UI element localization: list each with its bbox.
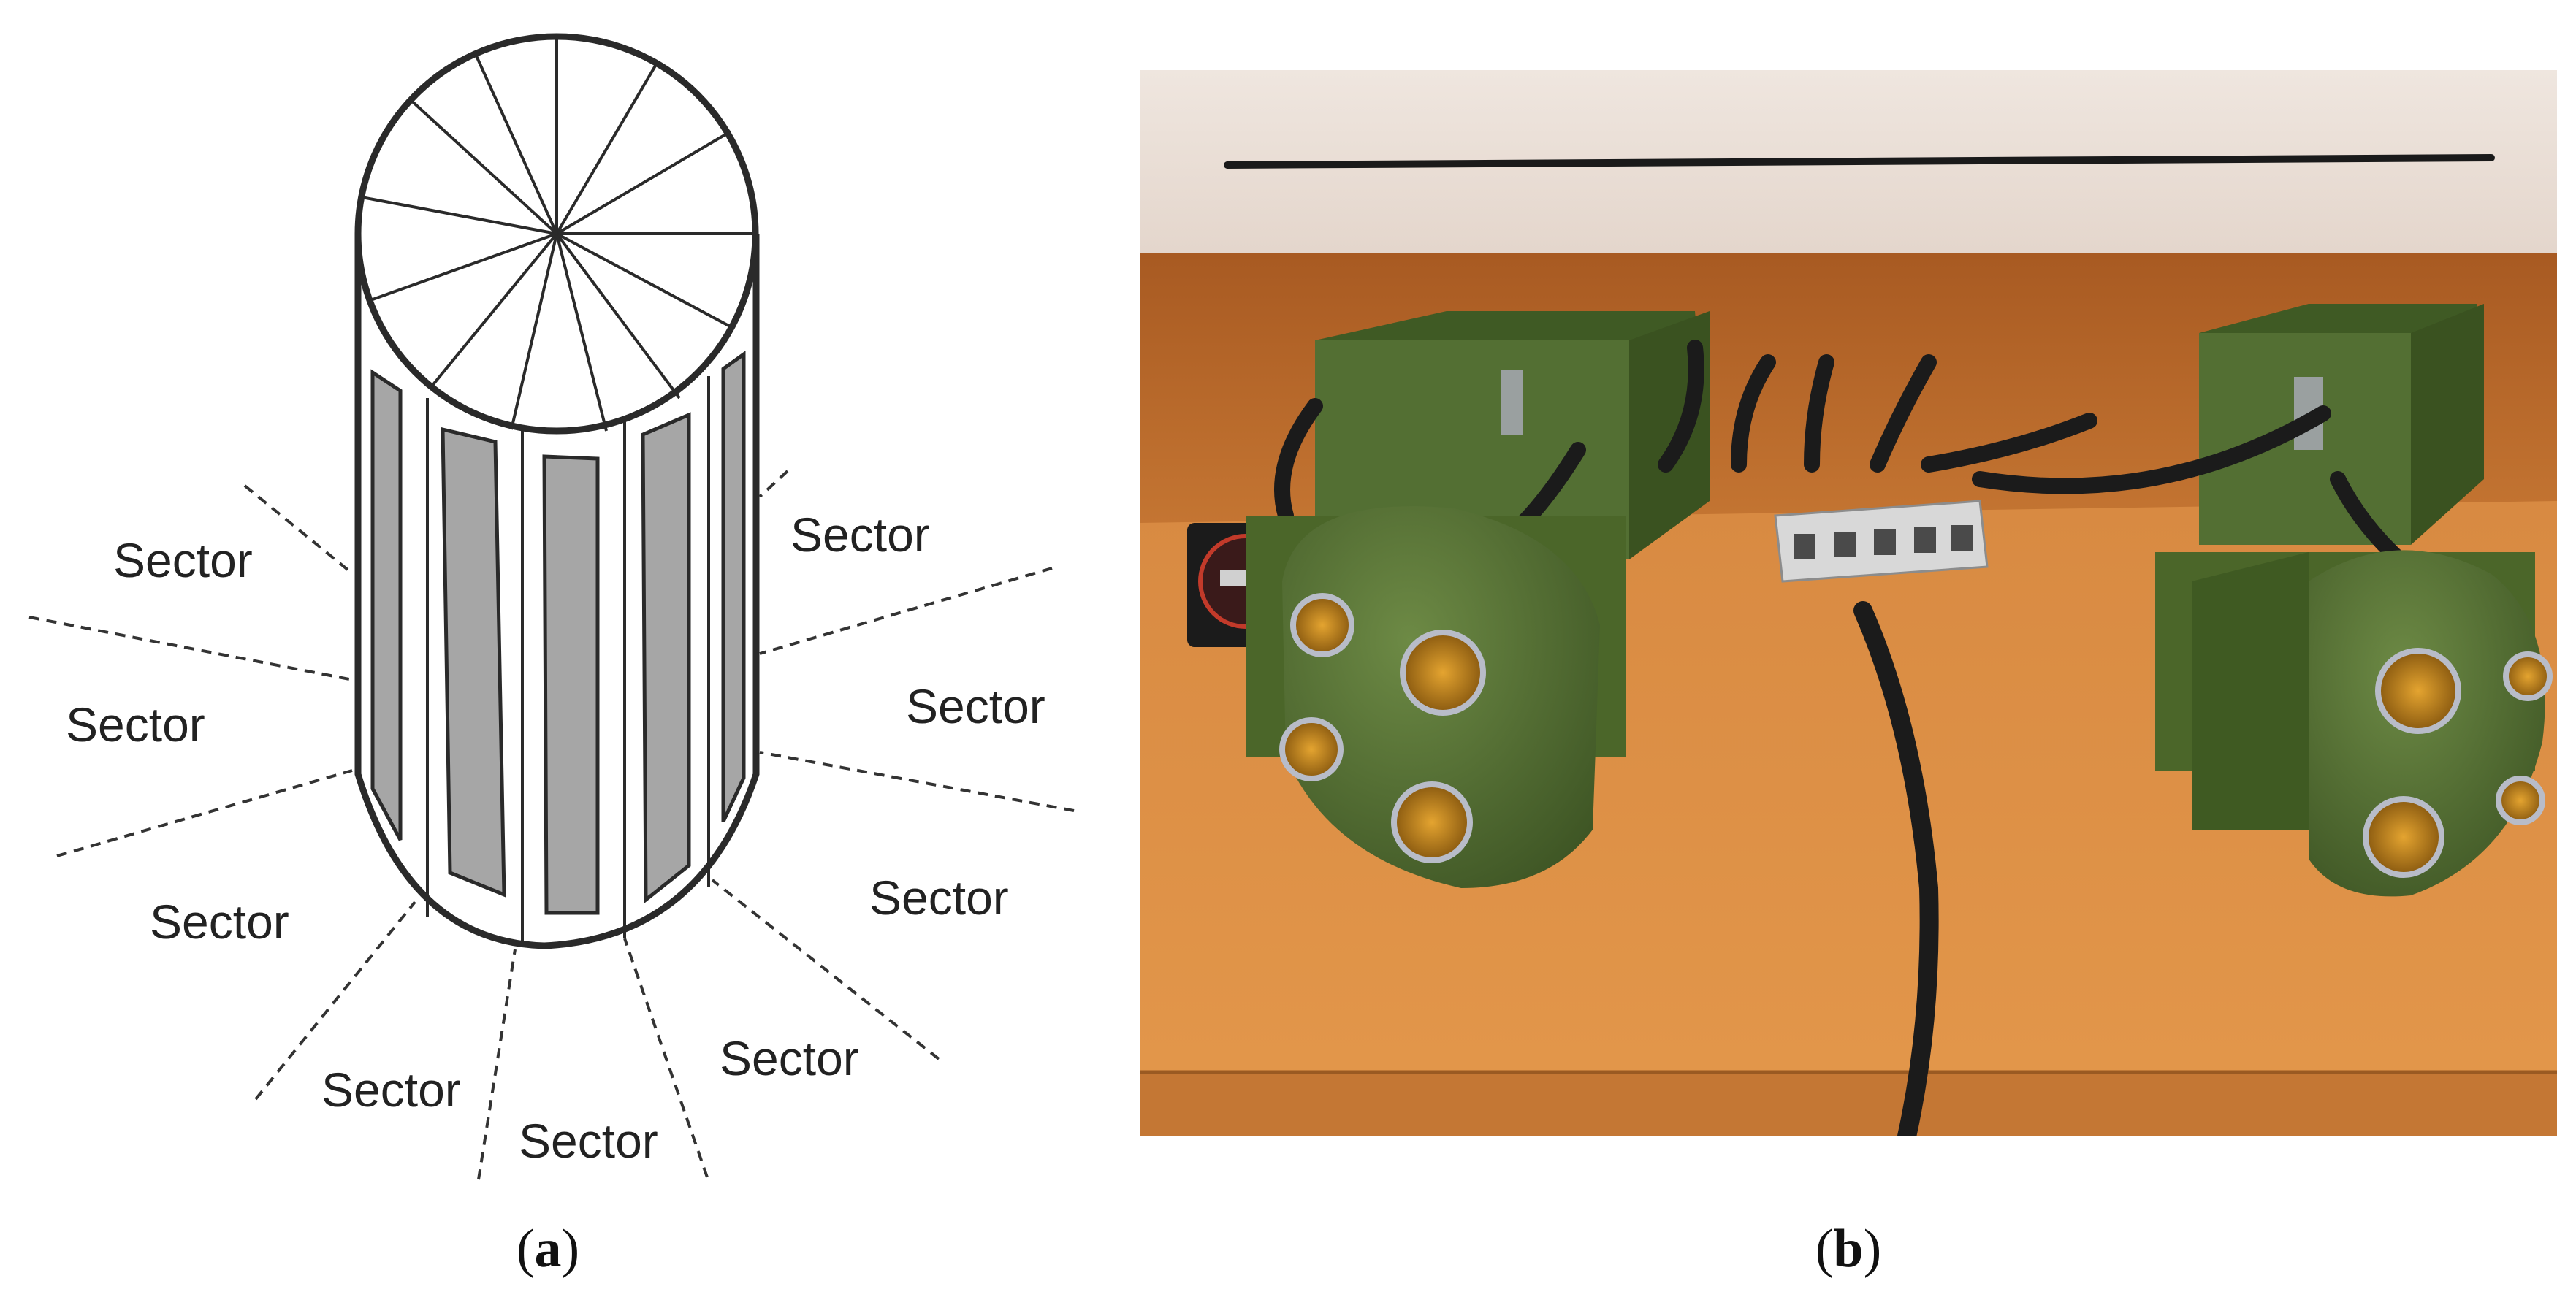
sector-diagram: Sector Sector Sector Sector Sector Secto…	[28, 33, 1075, 1180]
sector-label: Sector	[906, 679, 1045, 733]
sector-label: Sector	[113, 533, 253, 587]
dome-front-left	[1246, 506, 1626, 888]
antenna-panel	[542, 454, 600, 915]
antenna-panel	[641, 412, 691, 904]
curtain-rod	[1224, 154, 2495, 169]
cables	[1274, 340, 2434, 1136]
enclosure-back-right	[2199, 304, 2484, 545]
sector-label: Sector	[150, 895, 289, 949]
table-edge	[1140, 1071, 2557, 1136]
top-spokes	[361, 37, 755, 432]
sector-label: Sector	[66, 697, 205, 752]
dome-front-right	[2155, 550, 2553, 897]
cylinder	[354, 33, 760, 949]
sector-label: Sector	[869, 871, 1009, 925]
antenna-panel	[441, 427, 506, 898]
sector-label: Sector	[519, 1114, 658, 1168]
caption-a: (a)	[516, 1219, 580, 1279]
junction-box	[1774, 500, 1989, 583]
sector-label: Sector	[720, 1031, 859, 1085]
sector-boundaries	[28, 470, 1075, 1180]
caption-b: (b)	[1815, 1219, 1882, 1279]
antenna-panel	[721, 351, 746, 823]
sector-label: Sector	[321, 1063, 461, 1117]
antenna-panel	[370, 369, 403, 841]
hardware-photo	[1140, 70, 2557, 1136]
sector-label: Sector	[790, 508, 930, 562]
